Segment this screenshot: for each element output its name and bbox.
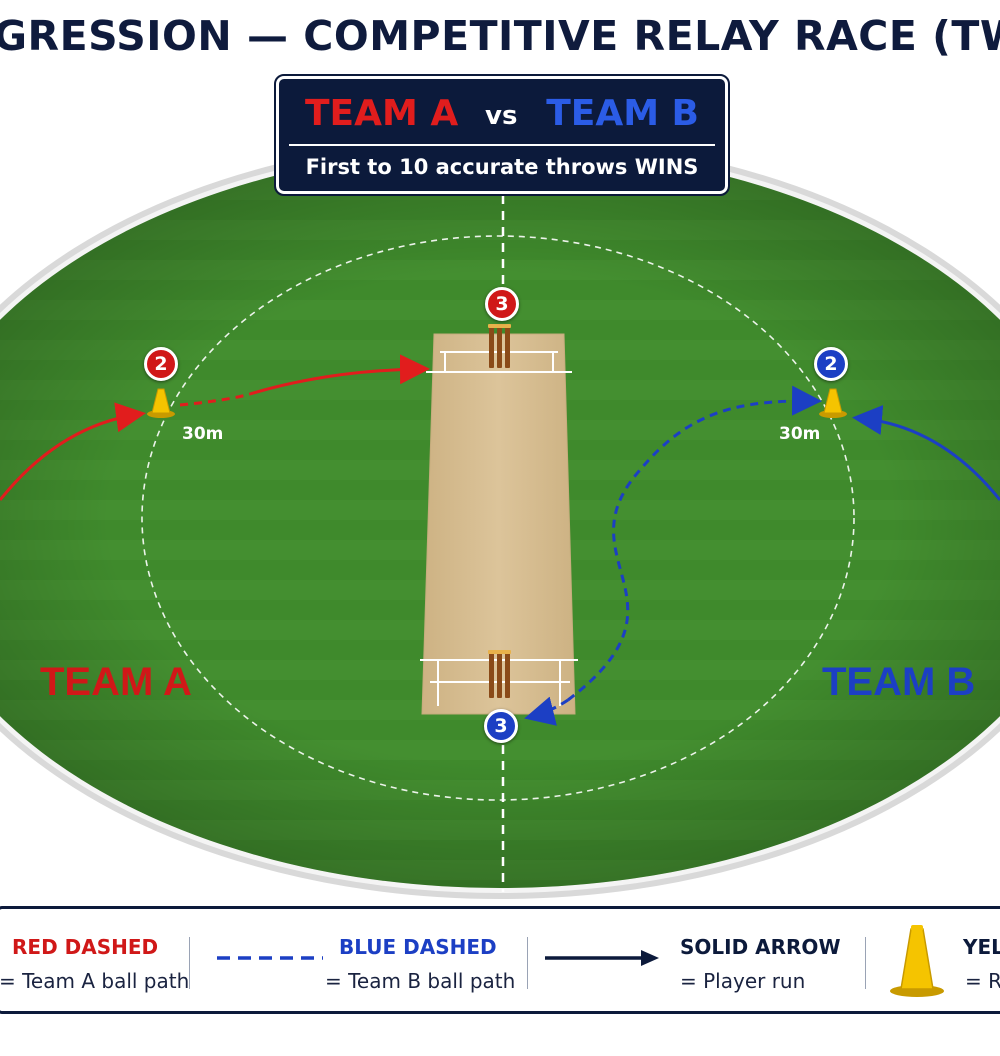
distance-label-left: 30m xyxy=(182,424,224,444)
legend-red-desc: = Team A ball path xyxy=(0,969,190,993)
cricket-field xyxy=(0,137,1000,899)
legend-separator xyxy=(865,937,866,989)
team-b-player-run xyxy=(852,405,1000,501)
legend-arrow-icon xyxy=(545,950,659,966)
right-cone-marker: 2 xyxy=(814,347,848,381)
legend-red-title: RED DASHED xyxy=(12,935,159,959)
scoreboard-team-b: TEAM B xyxy=(546,93,699,134)
legend-blue-title: BLUE DASHED xyxy=(339,935,497,959)
legend-cone-title: YEL xyxy=(963,935,1000,959)
team-a-ball-path xyxy=(179,392,251,407)
team-a-arrow-to-stumps xyxy=(249,354,430,396)
left-cone-marker: 2 xyxy=(144,347,178,381)
inner-circle xyxy=(141,235,855,801)
bottom-stumps xyxy=(488,650,511,698)
scoreboard-vs: vs xyxy=(485,101,518,131)
distance-label-right: 30m xyxy=(779,424,821,444)
scoreboard-subtitle: First to 10 accurate throws WINS xyxy=(305,155,699,179)
team-b-ball-path-end xyxy=(524,696,569,726)
team-b-ball-path xyxy=(567,385,822,702)
top-stumps-marker: 3 xyxy=(485,287,519,321)
legend-separator xyxy=(189,937,190,989)
bottom-stumps-marker: 3 xyxy=(484,709,518,743)
team-a-player-run xyxy=(0,402,146,501)
legend-solid-title: SOLID ARROW xyxy=(680,935,841,959)
legend-solid-desc: = Player run xyxy=(680,969,806,993)
legend: RED DASHED = Team A ball path BLUE DASHE… xyxy=(0,906,1000,1014)
legend-cone: YEL = R xyxy=(879,909,1000,1011)
legend-blue-desc: = Team B ball path xyxy=(325,969,516,993)
legend-red-dashed: RED DASHED = Team A ball path xyxy=(0,909,189,1011)
scoreboard-team-a: TEAM A xyxy=(305,93,459,134)
legend-cone-icon xyxy=(890,925,944,997)
right-cone-icon xyxy=(819,388,847,418)
pitch xyxy=(421,333,576,715)
scoreboard-divider xyxy=(289,144,715,146)
legend-blue-dashed: BLUE DASHED = Team B ball path xyxy=(199,909,519,1011)
scoreboard: TEAM A vs TEAM B First to 10 accurate th… xyxy=(274,74,730,196)
team-b-label: TEAM B xyxy=(822,660,976,704)
legend-separator xyxy=(527,937,528,989)
legend-blue-dash-sample xyxy=(217,956,323,960)
left-cone-icon xyxy=(147,388,175,418)
title-text: OGRESSION — COMPETITIVE RELAY RACE (TWO … xyxy=(0,12,1000,60)
top-stumps xyxy=(488,324,511,368)
legend-cone-desc: = R xyxy=(965,969,1000,993)
legend-solid-arrow: SOLID ARROW = Player run xyxy=(539,909,859,1011)
team-a-label: TEAM A xyxy=(40,660,192,704)
diagram-title: OGRESSION — COMPETITIVE RELAY RACE (TWO … xyxy=(0,12,1000,72)
